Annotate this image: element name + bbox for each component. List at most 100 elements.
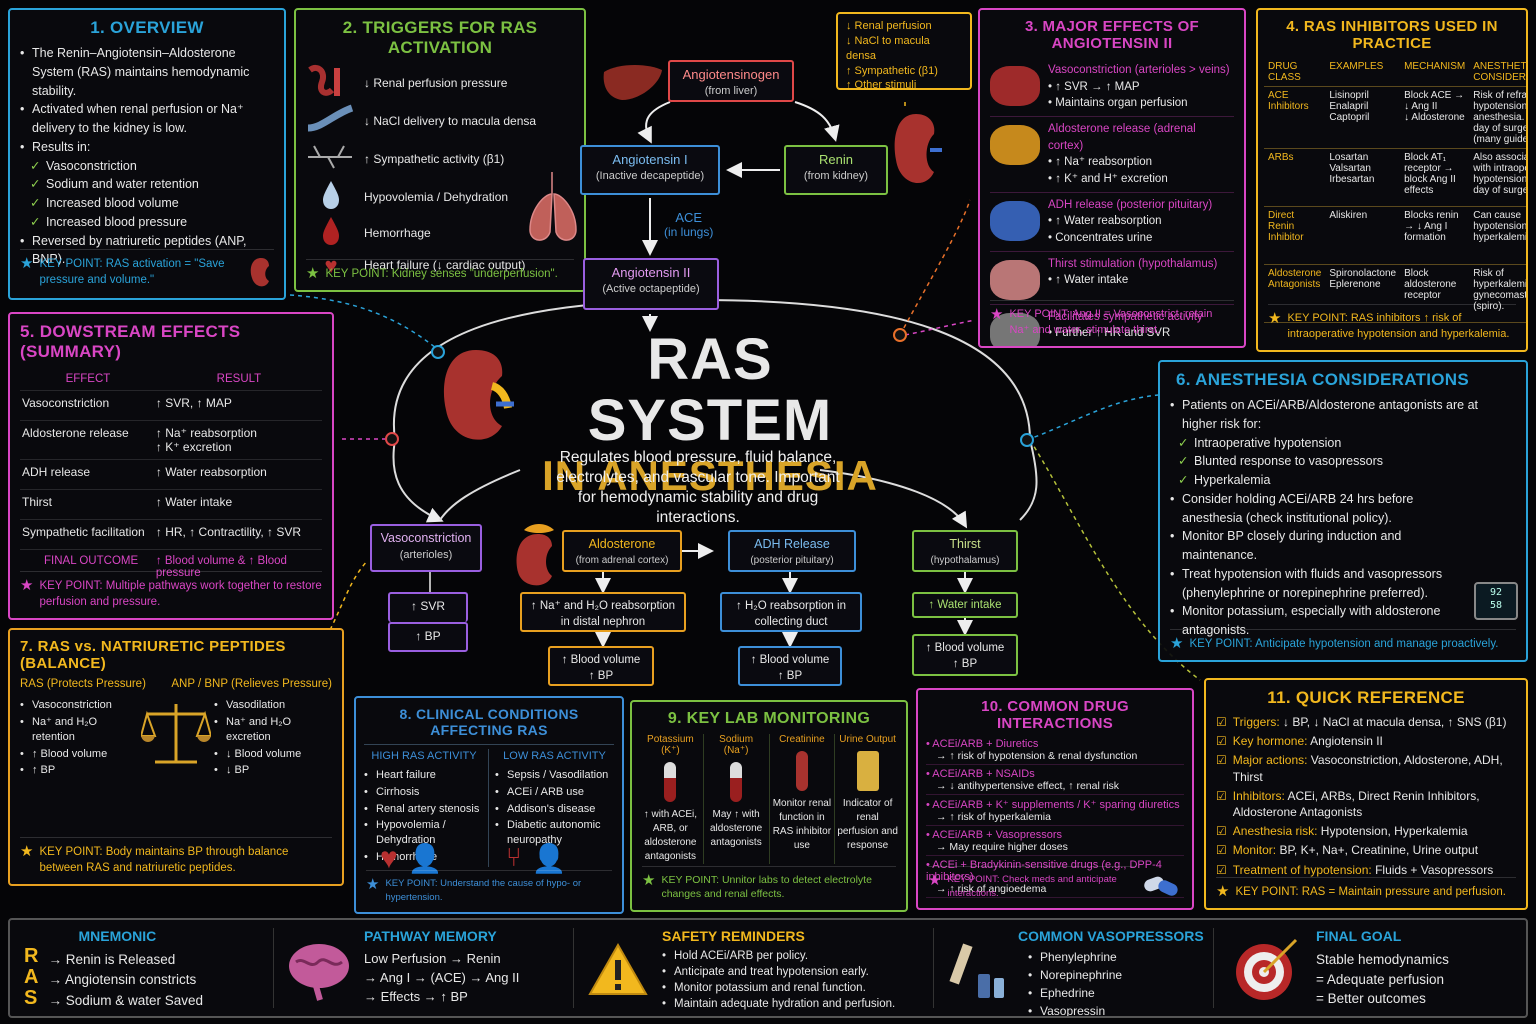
star-icon: ★ xyxy=(642,871,656,889)
ras-list: Vasoconstriction Na⁺ and H₂O retention ↑… xyxy=(20,698,138,778)
table-cell: Risk of hyperkalemia, gynecomastia (spir… xyxy=(1469,264,1526,323)
person-icon: 👤 xyxy=(407,843,443,874)
checkbox-icon: ☑ xyxy=(1216,788,1227,803)
thirst-node: Thirst (hypothalamus) xyxy=(912,530,1018,572)
stimuli-callout: ↓ Renal perfusion ↓ NaCl to macula densa… xyxy=(836,12,972,90)
stimulus: ↓ NaCl to macula densa xyxy=(846,34,930,62)
goal-line: Stable hemodynamics xyxy=(1316,952,1449,967)
labs-panel: 9. KEY LAB MONITORING Potassium (K⁺)↑ wi… xyxy=(630,700,908,912)
liver-icon xyxy=(603,65,662,100)
quickref-text: Treatment of hypotension: Fluids + Vasop… xyxy=(1233,862,1493,878)
brain-icon xyxy=(289,944,349,1001)
column-header: DRUG CLASS xyxy=(1264,58,1326,87)
ras-heading: RAS (Protects Pressure) xyxy=(20,678,146,690)
quickref-item: ☑Inhibitors: ACEi, ARBs, Direct Renin In… xyxy=(1216,788,1516,820)
safety-item: Hold ACEi/ARB per policy. xyxy=(662,948,895,964)
clinical-panel: 8. CLINICAL CONDITIONS AFFECTING RAS HIG… xyxy=(354,696,624,914)
downstream-panel: 5. DOWSTREAM EFFECTS (SUMMARY) EFFECT RE… xyxy=(8,312,334,620)
lab-column: Potassium (K⁺)↑ with ACEi, ARB, or aldos… xyxy=(638,734,704,864)
quickref-item: ☑ Key hormone: Angiotensin II xyxy=(1216,733,1516,749)
nerve-icon xyxy=(990,312,1040,346)
trigger-row: ↑ Sympathetic activity (β1) xyxy=(306,140,574,178)
effect-line: • ↑ Water reabsorption xyxy=(1048,215,1162,228)
table-cell: Blocks renin → ↓ Ang I formation xyxy=(1400,206,1470,265)
overview-checks: Vasoconstriction Sodium and water retent… xyxy=(20,157,274,232)
main-title: RAS SYSTEM IN ANESTHESIA xyxy=(542,327,878,499)
trigger-row: ♥Heart failure (↓ cardiac output) xyxy=(306,250,574,280)
checkbox-icon: ☑ xyxy=(1216,734,1227,749)
result-cell: ↑ Water intake xyxy=(155,495,233,509)
check-item: Increased blood pressure xyxy=(30,213,274,232)
pathway-line: → Effects → ↑ BP xyxy=(364,988,468,1004)
effect-heading: ADH release (posterior pituitary) xyxy=(1048,198,1213,211)
mnemonic-line: → Sodium & water Saved xyxy=(48,992,204,1008)
table-row: Thirst↑ Water intake xyxy=(20,490,322,520)
trigger-row: Hemorrhage xyxy=(306,216,574,250)
quickref-text: Major actions: Vasoconstriction, Aldoste… xyxy=(1233,752,1516,784)
effect-item: Vasoconstriction (arterioles > veins)• ↑… xyxy=(990,58,1234,118)
star-icon: ★ xyxy=(990,306,1004,324)
low-ras-list: Sepsis / VasodilationACEi / ARB useAddis… xyxy=(495,768,614,848)
angiotensin2-node: Angiotensin II (Active octapeptide) xyxy=(583,258,719,310)
triggers-key-point: ★KEY POINT: Kidney senses "underperfusio… xyxy=(306,258,574,282)
mnemonic-section: R A S MNEMONIC → Renin is Released → Ang… xyxy=(24,928,274,1009)
check-item: Increased blood volume xyxy=(30,194,274,213)
quickref-item: ☑ Major actions: Vasoconstriction, Aldost… xyxy=(1216,752,1516,784)
column-header: MECHANISM xyxy=(1400,58,1470,87)
quickref-key-point: ★KEY POINT: RAS = Maintain pressure and … xyxy=(1216,876,1516,900)
effect-cell: Sympathetic facilitation xyxy=(22,525,145,539)
interactions-title: 10. COMMON DRUG INTERACTIONS xyxy=(981,698,1129,732)
effect-item: ADH release (posterior pituitary) • ↑ Wat… xyxy=(990,193,1234,252)
thirst-result: ↑ Water intake xyxy=(912,592,1018,618)
anesthesia-bullet: Monitor BP closely during induction and … xyxy=(1170,527,1470,565)
quickref-panel: 11. QUICK REFERENCE ☑Triggers: ↓ BP, ↓ N… xyxy=(1204,678,1528,910)
clinical-title: 8. CLINICAL CONDITIONS AFFECTING RAS xyxy=(399,706,579,738)
list-item: Addison's disease xyxy=(495,802,614,817)
column-header: EXAMPLES xyxy=(1325,58,1401,87)
anp-heading: ANP / BNP (Relieves Pressure) xyxy=(171,678,332,690)
adh-node: ADH Release (posterior pituitary) xyxy=(728,530,856,572)
effect-heading: Vasoconstriction (arterioles > veins) xyxy=(1048,64,1230,76)
table-cell: Can cause hypotension and hyperkalemia. xyxy=(1469,206,1526,265)
interaction-effect: → May require higher doses xyxy=(936,841,1068,853)
checkbox-icon: ☑ xyxy=(1216,824,1227,839)
list-item: Hypovolemia / Dehydration xyxy=(364,818,484,848)
overview-list: The Renin–Angiotensin–Aldosterone System… xyxy=(20,44,274,157)
check-item: Blunted response to vasopressors xyxy=(1178,452,1516,471)
table-cell: Block ACE → ↓ Ang II ↓ Aldosterone xyxy=(1400,86,1470,149)
star-icon: ★ xyxy=(20,842,34,860)
downstream-title: 5. DOWSTREAM EFFECTS (SUMMARY) xyxy=(20,322,241,361)
quickref-item: ☑Treatment of hypotension: Fluids + Vaso… xyxy=(1216,862,1516,878)
trigger-row: ↓ NaCl delivery to macula densa xyxy=(306,102,574,140)
effects-panel: 3. MAJOR EFFECTS OF ANGIOTENSIN II Vasoc… xyxy=(978,8,1246,348)
high-ras-list: Heart failureCirrhosisRenal artery steno… xyxy=(364,768,484,865)
safety-item: Monitor potassium and renal function. xyxy=(662,980,895,996)
lab-text: Indicator of renal perfusion and respons… xyxy=(837,798,898,851)
adrenal-kidney-icon xyxy=(516,524,554,586)
bp-monitor-icon: 92 58 xyxy=(1474,582,1518,620)
quickref-text: Key hormone: Angiotensin II xyxy=(1233,733,1383,749)
check-item: Intraoperative hypotension xyxy=(1178,434,1516,453)
star-icon: ★ xyxy=(1268,310,1282,328)
effect-line: • ↑ K⁺ and H⁺ excretion xyxy=(1048,173,1168,186)
overview-panel: 1. OVERVIEW The Renin–Angiotensin–Aldost… xyxy=(8,8,286,300)
effects-list: Vasoconstriction (arterioles > veins) • ↑… xyxy=(990,58,1234,346)
checkbox-icon: ☑ xyxy=(1216,753,1227,768)
balance-scale-icon xyxy=(141,704,211,764)
lab-heading: Creatinine xyxy=(779,734,825,745)
list-item: Heart failure xyxy=(364,768,484,783)
pathway-memory-section: PATHWAY MEMORY Low Perfusion → Renin → A… xyxy=(274,928,574,1008)
final-goal-section: FINAL GOAL Stable hemodynamics = Adequat… xyxy=(1214,928,1512,1008)
column-header: ANESTHETIC CONSIDERATIONS xyxy=(1469,58,1526,87)
table-header-row: DRUG CLASS EXAMPLES MECHANISM ANESTHETIC… xyxy=(1264,58,1526,87)
anesthesia-bullet: Treat hypotension with fluids and vasopr… xyxy=(1170,565,1470,603)
pathway-line: Low Perfusion → Renin xyxy=(364,951,501,966)
natriuretic-key-point: ★KEY POINT: Body maintains BP through ba… xyxy=(20,836,332,876)
table-cell: Block AT₁ receptor → block Ang II effect… xyxy=(1400,148,1470,207)
natriuretic-panel: 7. RAS vs. NATRIURETIC PEPTIDES (BALANCE… xyxy=(8,628,344,886)
overview-title: 1. OVERVIEW xyxy=(90,18,204,37)
star-icon: ★ xyxy=(366,876,380,894)
